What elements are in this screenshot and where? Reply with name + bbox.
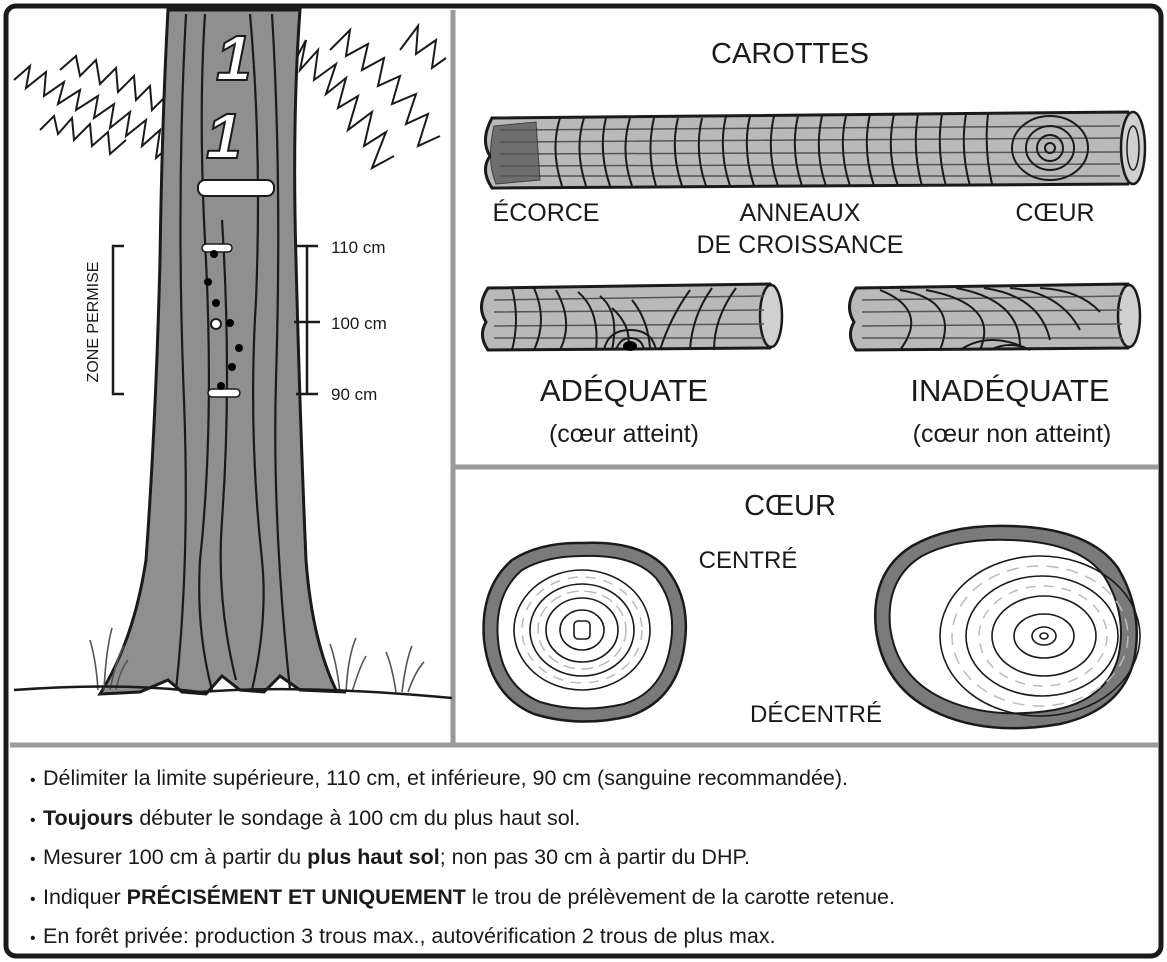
selected-hole [210,318,222,330]
note-2-after: débuter le sondage à 100 cm du plus haut… [133,805,581,830]
lower-limit-mark [207,388,241,398]
tree-number-second: 1 [206,100,242,172]
label-bark: ÉCORCE [493,198,600,227]
notes-list: Délimiter la limite supérieure, 110 cm, … [30,760,1160,958]
inadequate-core-sample [848,282,1142,352]
centered-cross-section [482,541,688,723]
off-center-cross-section [874,524,1141,730]
adequate-label: ADÉQUATE [540,373,708,408]
note-1-text: Délimiter la limite supérieure, 110 cm, … [43,766,849,790]
label-heart: CŒUR [1015,199,1094,227]
label-rings-line2: DE CROISSANCE [697,231,904,259]
tree-number-top: 1 [216,22,252,94]
note-3: Mesurer 100 cm à partir du plus haut sol… [30,839,1160,879]
cores-title: CAROTTES [711,38,869,70]
zone-label: ZONE PERMISE [85,262,102,383]
note-4-after: le trou de prélèvement de la carotte ret… [465,884,895,909]
heart-title: CŒUR [744,490,836,522]
scale-mark-90: 90 cm [331,385,377,404]
label-off-center: DÉCENTRÉ [750,701,882,728]
scale-mark-100: 100 cm [331,314,387,333]
note-1: Délimiter la limite supérieure, 110 cm, … [30,760,1160,800]
note-3-before: Mesurer 100 cm à partir du [43,845,308,869]
drill-holes [204,250,243,390]
height-scale [294,244,320,396]
note-4: Indiquer PRÉCISÉMENT ET UNIQUEMENT le tr… [30,879,1160,919]
note-5-text: En forêt privée: production 3 trous max.… [43,924,776,948]
note-2-bold: Toujours [43,805,134,830]
inadequate-label: INADÉQUATE [910,373,1109,408]
foliage-left [13,63,173,161]
ground-line [13,685,453,700]
adequate-core-sample [480,282,784,352]
adequate-note: (cœur atteint) [549,420,699,448]
label-centered: CENTRÉ [699,547,798,574]
foliage-right [289,22,447,171]
note-4-before: Indiquer [43,884,127,909]
foliage-left-top [59,54,167,113]
paint-band [197,179,275,197]
zone-bracket [111,244,124,396]
label-rings-line1: ANNEAUX [740,199,861,227]
note-5: En forêt privée: production 3 trous max.… [30,918,1160,958]
note-2: Toujours débuter le sondage à 100 cm du … [30,800,1160,840]
bark-fissures [174,13,292,691]
inadequate-note: (cœur non atteint) [913,420,1112,448]
note-4-bold: PRÉCISÉMENT ET UNIQUEMENT [126,884,466,909]
note-3-after: ; non pas 30 cm à partir du DHP. [439,845,751,869]
upper-limit-mark [201,243,233,253]
full-core-sample [484,110,1147,190]
scale-mark-110: 110 cm [331,238,386,257]
note-3-bold: plus haut sol [307,845,440,869]
tree-illustration: 1 1 [13,8,453,700]
grass-tufts [89,627,425,693]
